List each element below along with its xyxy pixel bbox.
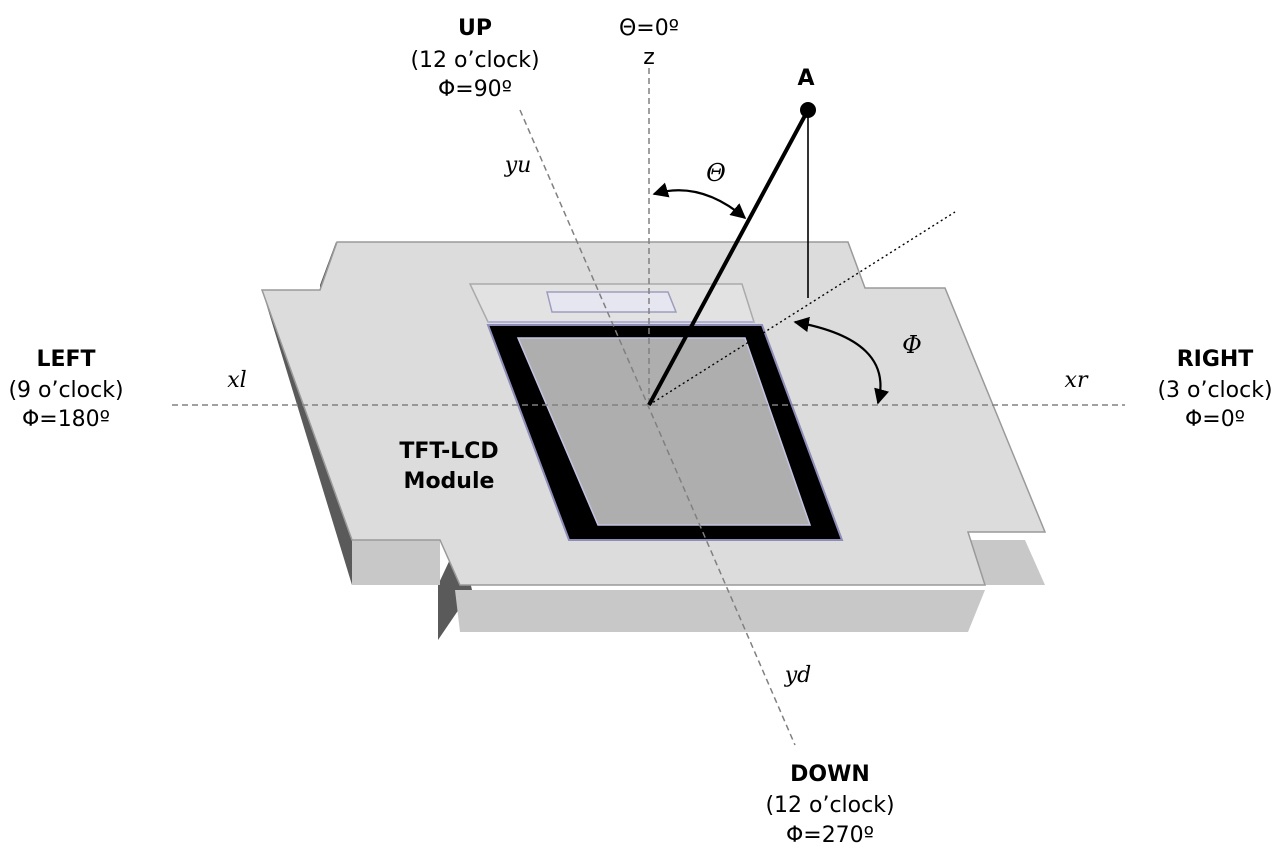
point-a-label: A bbox=[797, 66, 814, 91]
vector-line bbox=[647, 109, 810, 406]
board-front-face-left bbox=[352, 540, 440, 585]
z-axis-label: z bbox=[643, 45, 655, 70]
display-connector bbox=[546, 291, 678, 313]
phi-symbol: Φ bbox=[902, 331, 922, 359]
display-active-area bbox=[516, 337, 812, 526]
xr-axis-label: xr bbox=[1065, 368, 1089, 393]
up-phi: Φ=90º bbox=[438, 77, 512, 102]
up-clock: (12 o’clock) bbox=[410, 48, 539, 73]
left-title: LEFT bbox=[36, 347, 95, 372]
down-title: DOWN bbox=[790, 762, 870, 787]
down-clock: (12 o’clock) bbox=[765, 793, 894, 818]
xl-axis-label: xl bbox=[227, 368, 246, 393]
theta-symbol: Θ bbox=[706, 159, 726, 187]
projection-line bbox=[648, 211, 956, 406]
yd-axis-label: yd bbox=[784, 663, 812, 688]
point-a-dot bbox=[800, 102, 816, 118]
zenith-label: Θ=0º bbox=[619, 16, 679, 41]
board-front-face bbox=[455, 590, 985, 632]
viewing-vector bbox=[647, 102, 816, 406]
left-phi: Φ=180º bbox=[22, 407, 110, 432]
module-label-line2: Module bbox=[404, 469, 495, 494]
phi-arc-arrow bbox=[793, 316, 890, 405]
left-clock: (9 o’clock) bbox=[8, 378, 123, 403]
display bbox=[468, 283, 844, 541]
axes bbox=[172, 68, 1125, 746]
right-clock: (3 o’clock) bbox=[1157, 378, 1272, 403]
up-title: UP bbox=[458, 16, 492, 41]
yu-axis-label: yu bbox=[504, 153, 532, 178]
board-front-face-right bbox=[968, 540, 1045, 585]
right-phi: Φ=0º bbox=[1185, 407, 1245, 432]
right-title: RIGHT bbox=[1177, 347, 1254, 372]
theta-arc-arrow bbox=[652, 182, 747, 219]
module-label-line1: TFT-LCD bbox=[399, 439, 498, 464]
down-phi: Φ=270º bbox=[786, 823, 874, 848]
y-axis bbox=[519, 109, 796, 746]
